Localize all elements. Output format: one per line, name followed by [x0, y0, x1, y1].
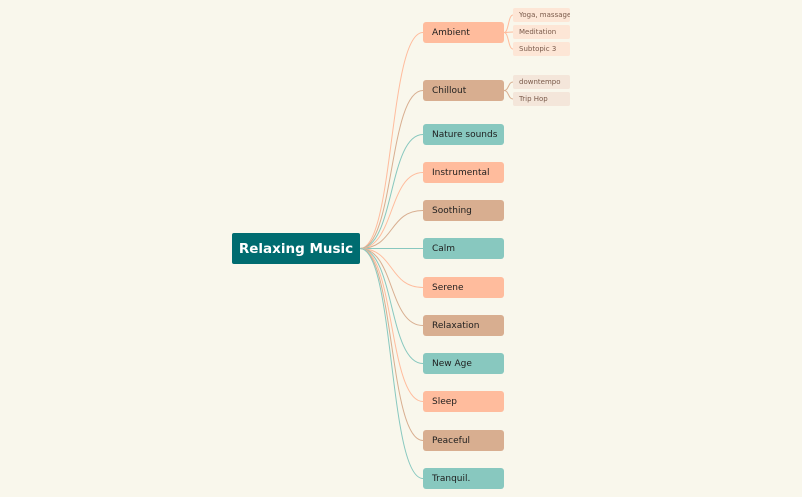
connector-branch-to-subtopic: [503, 31, 514, 33]
subtopic-label: Trip Hop: [519, 95, 548, 103]
connector-branch-to-subtopic: [503, 81, 514, 91]
root-topic[interactable]: Relaxing Music: [232, 233, 360, 264]
subtopic-label: downtempo: [519, 78, 561, 86]
branch-label: Chillout: [432, 85, 467, 96]
subtopic-label: Yoga, massage: [519, 11, 570, 19]
branch-instrumental[interactable]: Instrumental: [423, 162, 504, 183]
branch-label: Tranquil.: [432, 473, 471, 484]
branch-chillout[interactable]: Chillout: [423, 80, 504, 101]
branch-soothing[interactable]: Soothing: [423, 200, 504, 221]
branch-label: Ambient: [432, 27, 470, 38]
connector-root-to-branch: [359, 248, 424, 479]
connector-root-to-branch: [359, 248, 424, 326]
branch-label: New Age: [432, 358, 472, 369]
branch-new-age[interactable]: New Age: [423, 353, 504, 374]
connector-root-to-branch: [359, 172, 424, 249]
branch-label: Sleep: [432, 396, 458, 407]
branch-label: Serene: [432, 282, 464, 293]
branch-label: Instrumental: [432, 167, 490, 178]
branch-nature-sounds[interactable]: Nature sounds: [423, 124, 504, 145]
subtopic-label: Meditation: [519, 28, 557, 36]
subtopic-yoga-massage[interactable]: Yoga, massage: [513, 8, 570, 22]
branch-label: Soothing: [432, 205, 472, 216]
subtopic-label: Subtopic 3: [519, 45, 557, 53]
connector-root-to-branch: [359, 134, 424, 249]
branch-ambient[interactable]: Ambient: [423, 22, 504, 43]
subtopic-3[interactable]: Subtopic 3: [513, 42, 570, 56]
branch-tranquil[interactable]: Tranquil.: [423, 468, 504, 489]
connector-branch-to-subtopic: [503, 90, 514, 100]
branch-serene[interactable]: Serene: [423, 277, 504, 298]
subtopic-meditation[interactable]: Meditation: [513, 25, 570, 39]
connector-root-to-branch: [359, 248, 424, 364]
branch-sleep[interactable]: Sleep: [423, 391, 504, 412]
connector-root-to-branch: [359, 210, 424, 249]
subtopic-trip-hop[interactable]: Trip Hop: [513, 92, 570, 106]
connector-root-to-branch: [359, 248, 424, 441]
root-topic-label: Relaxing Music: [238, 240, 354, 257]
connector-root-to-branch: [359, 248, 424, 402]
connector-branch-to-subtopic: [503, 32, 514, 50]
subtopic-downtempo[interactable]: downtempo: [513, 75, 570, 89]
connector-branch-to-subtopic: [503, 14, 514, 33]
branch-calm[interactable]: Calm: [423, 238, 504, 259]
branch-label: Peaceful: [432, 435, 471, 446]
branch-label: Calm: [432, 243, 456, 254]
connector-root-to-branch: [359, 248, 424, 288]
branch-peaceful[interactable]: Peaceful: [423, 430, 504, 451]
branch-label: Nature sounds: [432, 129, 498, 140]
branch-label: Relaxation: [432, 320, 480, 331]
connector-root-to-branch: [359, 32, 424, 249]
connector-root-to-branch: [359, 90, 424, 249]
branch-relaxation[interactable]: Relaxation: [423, 315, 504, 336]
